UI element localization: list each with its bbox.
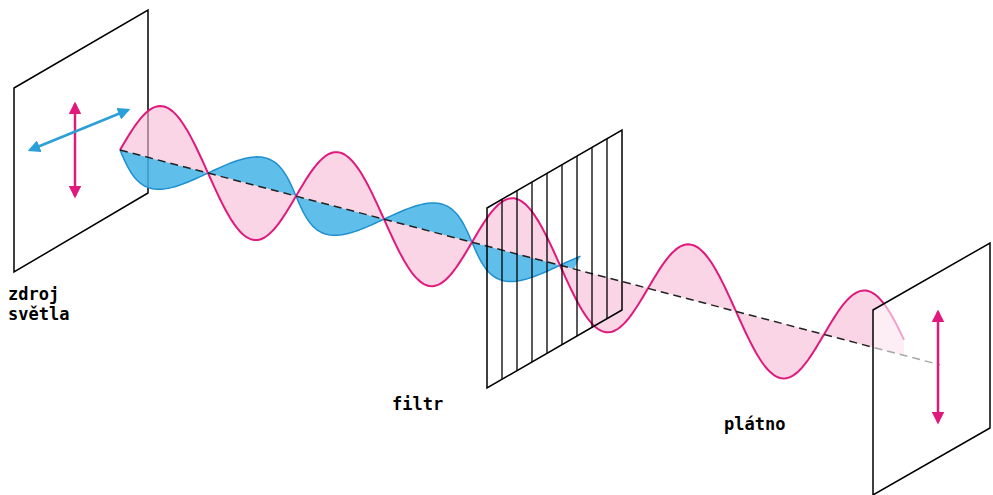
polarizing-filter — [487, 130, 622, 388]
vertical-arrow — [937, 312, 940, 422]
screen-panel — [873, 243, 990, 495]
part-label: filtr — [392, 394, 462, 414]
part-label: plátno — [724, 414, 814, 434]
light-waves — [120, 106, 940, 378]
vertical-arrow — [74, 104, 77, 196]
part-label: zdroj světla — [8, 284, 88, 324]
horizontal-arrow — [30, 110, 128, 150]
